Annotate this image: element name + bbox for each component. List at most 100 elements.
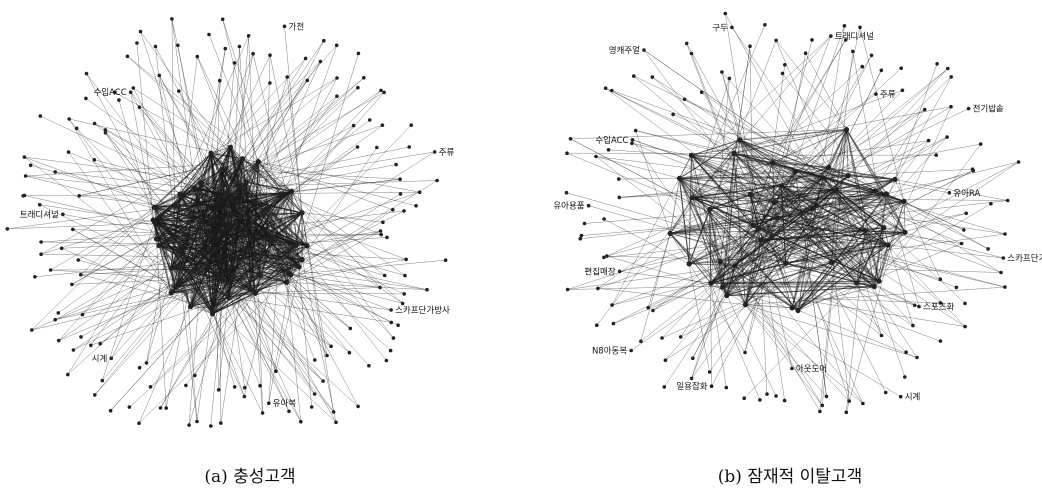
edge [291,191,381,288]
peripheral-node [407,145,412,149]
peripheral-node [325,353,329,358]
edge [154,207,334,413]
peripheral-node [632,74,636,78]
hub-node [854,280,860,286]
edge [848,68,948,176]
edge [709,178,896,210]
edge [201,40,325,222]
peripheral-node [783,63,787,67]
edge [269,55,303,213]
hub-node [243,179,249,185]
hub-node [230,211,236,217]
peripheral-node [610,303,614,307]
edge [24,156,303,260]
edge [679,139,741,179]
edge [726,170,974,296]
peripheral-node [335,94,339,98]
edge [580,217,778,239]
hub-node [902,229,908,235]
edge [781,53,806,186]
node-label: N8아동복 [592,346,627,357]
peripheral-node [610,88,614,93]
edge [816,204,918,358]
edge [739,129,847,141]
edge [207,266,213,309]
peripheral-node [938,339,943,343]
peripheral-node [947,191,952,195]
edge [894,76,952,180]
hub-node [304,243,310,249]
peripheral-node [80,312,85,317]
peripheral-node [389,320,394,325]
edge [170,266,180,293]
edge [886,193,964,231]
edge [259,190,293,276]
peripheral-node [71,227,75,232]
node-label: 일용잡화 [676,381,707,392]
peripheral-node [820,403,825,408]
peripheral-node [334,43,339,48]
peripheral-node [135,41,139,45]
hub-node [708,280,714,286]
peripheral-node [356,51,361,56]
peripheral-node [260,411,265,415]
peripheral-node [367,118,372,122]
edge [797,140,929,311]
hub-node [774,215,780,221]
peripheral-node [565,151,569,155]
hub-node [247,223,253,229]
peripheral-node [926,138,931,143]
peripheral-node [971,168,976,173]
hub-node [676,175,683,181]
edge [174,178,401,207]
edge [733,90,903,154]
peripheral-node [232,61,237,65]
peripheral-node [860,64,865,69]
edge [619,189,837,198]
edge [669,178,680,234]
edge [846,129,849,176]
hub-node [266,205,272,212]
hub-node [240,156,246,162]
edge [133,87,234,276]
peripheral-node [818,409,822,414]
edge [631,143,889,246]
hub-node [230,272,236,278]
peripheral-node [900,88,905,93]
edge [224,196,277,372]
hub-node [872,188,878,194]
hub-node [885,242,891,248]
edge [220,277,315,395]
edge [170,53,254,269]
peripheral-node [414,204,418,208]
edge [68,118,172,293]
node-label: 시계 [92,353,108,364]
peripheral-node [379,232,384,237]
edge [848,168,973,176]
peripheral-node [232,385,237,389]
peripheral-node [356,404,360,409]
edge [158,90,382,246]
edge [286,209,393,283]
peripheral-node [285,75,290,79]
edge [50,269,228,283]
edge [171,18,176,288]
peripheral-node [586,203,591,208]
hub-node [242,225,248,231]
edge [200,48,226,183]
hub-node [223,191,229,197]
edge [772,162,850,402]
hub-node [205,264,211,270]
edge [679,178,710,210]
peripheral-node [77,194,81,198]
edge [264,253,351,329]
edge [883,227,1004,259]
peripheral-node [435,178,439,183]
peripheral-node [79,272,83,277]
edge [78,259,176,288]
edge [194,180,438,189]
edge [207,40,325,267]
hub-node [248,287,254,293]
edge [286,282,302,422]
peripheral-node [691,356,695,361]
